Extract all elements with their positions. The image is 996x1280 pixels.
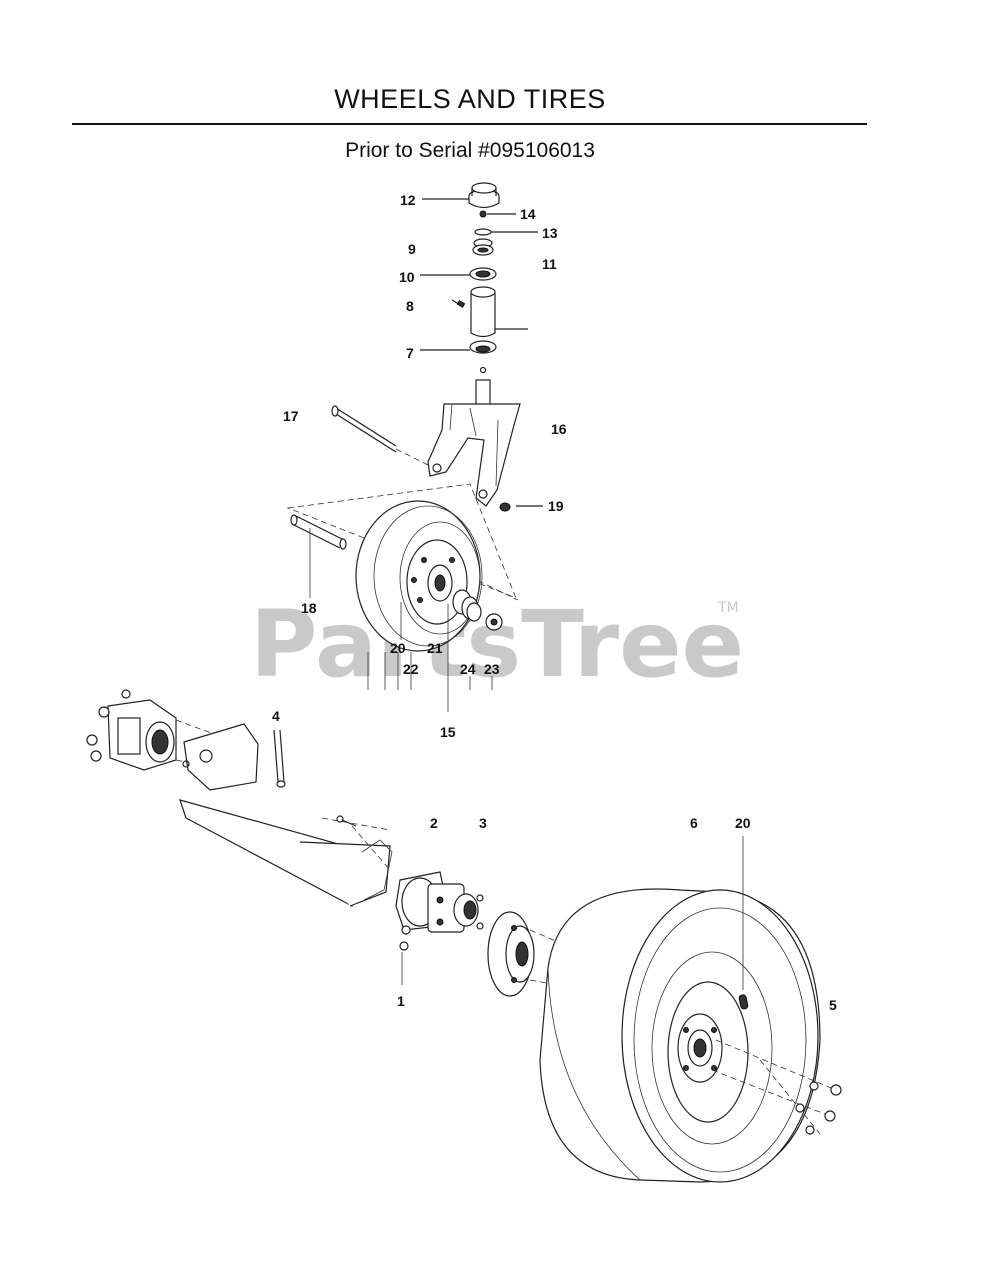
- axle-spacer: [290, 514, 347, 550]
- watermark-trademark: TM: [717, 600, 739, 616]
- callout-4[interactable]: 4: [272, 708, 280, 724]
- callout-20[interactable]: 20: [390, 640, 406, 656]
- valve-stem: [738, 836, 749, 1010]
- callout-14[interactable]: 14: [520, 206, 536, 222]
- caster-wheel: [355, 500, 483, 652]
- dust-cap: [468, 182, 500, 209]
- callout-22[interactable]: 22: [403, 661, 419, 677]
- bearing-race: [469, 267, 497, 281]
- caster-fork: [427, 379, 521, 507]
- upper-bearing: [472, 238, 494, 256]
- callout-23[interactable]: 23: [484, 661, 500, 677]
- callout-8[interactable]: 8: [406, 298, 414, 314]
- lock-nut: [479, 210, 487, 218]
- bearing-spacer: [466, 602, 482, 622]
- caster-assembly: [286, 182, 528, 712]
- lug-nuts: [711, 1039, 842, 1135]
- callout-13[interactable]: 13: [542, 225, 558, 241]
- callout-20-valve[interactable]: 20: [735, 815, 751, 831]
- callout-6[interactable]: 6: [690, 815, 698, 831]
- callout-10[interactable]: 10: [399, 269, 415, 285]
- callout-2[interactable]: 2: [430, 815, 438, 831]
- callout-7[interactable]: 7: [406, 345, 414, 361]
- callout-3[interactable]: 3: [479, 815, 487, 831]
- callout-17[interactable]: 17: [283, 408, 299, 424]
- frame-bracket: [179, 723, 393, 907]
- lower-bearing: [469, 340, 497, 354]
- callout-16[interactable]: 16: [551, 421, 567, 437]
- drive-tire: [539, 888, 821, 1183]
- callout-5[interactable]: 5: [829, 997, 837, 1013]
- page-title: WHEELS AND TIRES: [334, 84, 606, 114]
- callout-11[interactable]: 11: [542, 256, 557, 272]
- watermark: PartsTree: [250, 591, 744, 698]
- washer: [474, 228, 492, 236]
- mounting-pin: [273, 729, 286, 788]
- callout-15[interactable]: 15: [440, 724, 456, 740]
- callout-21[interactable]: 21: [427, 640, 443, 656]
- callout-9[interactable]: 9: [408, 241, 416, 257]
- right-drive-motor: [395, 871, 484, 985]
- title-rule: [72, 123, 867, 125]
- callout-18[interactable]: 18: [301, 600, 317, 616]
- callout-19[interactable]: 19: [548, 498, 564, 514]
- callout-1[interactable]: 1: [397, 993, 405, 1009]
- spacer-tube: [470, 286, 528, 338]
- callout-12[interactable]: 12: [400, 192, 416, 208]
- callout-24[interactable]: 24: [460, 661, 476, 677]
- axle-nut: [499, 502, 511, 512]
- page-subtitle: Prior to Serial #095106013: [345, 139, 595, 162]
- axle-bolt: [331, 405, 431, 467]
